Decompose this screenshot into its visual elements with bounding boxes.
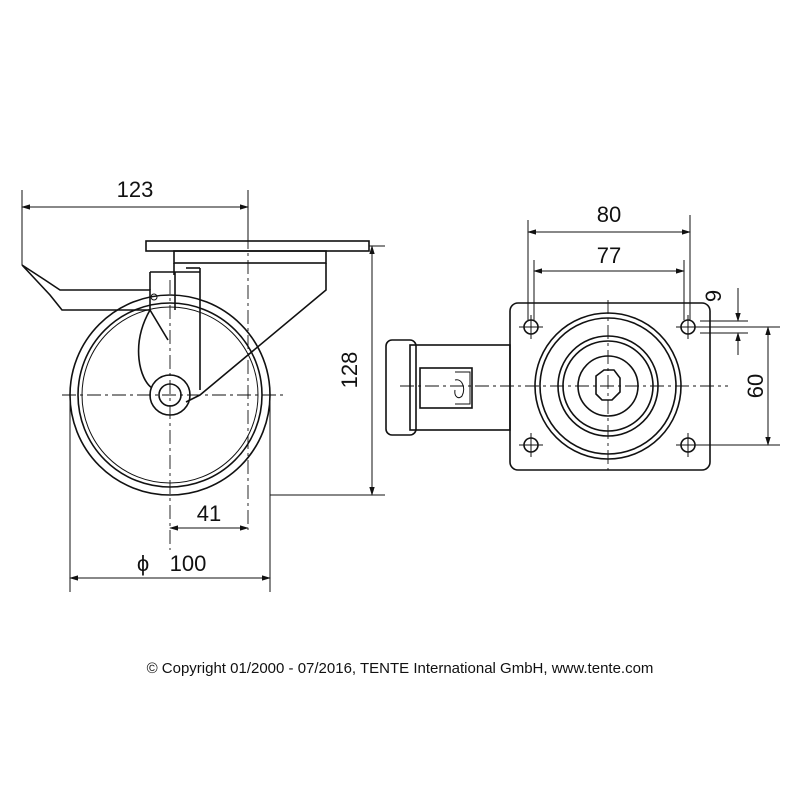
dim-overall-length: 123 xyxy=(117,177,154,202)
dim-offset: 41 xyxy=(197,501,221,526)
axle-hex xyxy=(595,369,621,401)
dim-wheel-diameter: 100 xyxy=(170,551,207,576)
brake-lever xyxy=(21,264,151,311)
dim-plate-width: 80 xyxy=(597,202,621,227)
bolt-holes xyxy=(519,315,700,457)
top-plate xyxy=(145,240,370,252)
dim-slot-width: 9 xyxy=(701,290,726,302)
side-view: 123 128 41 ϕ 100 xyxy=(21,177,385,592)
dim-diameter-symbol: ϕ xyxy=(137,551,149,576)
mounting-plate xyxy=(509,302,711,471)
dim-bolt-spacing-y: 60 xyxy=(743,374,768,398)
brake-housing xyxy=(385,339,417,436)
top-view: 80 77 9 60 xyxy=(385,202,780,471)
copyright-notice: © Copyright 01/2000 - 07/2016, TENTE Int… xyxy=(146,660,654,677)
dim-bolt-spacing-x: 77 xyxy=(597,243,621,268)
swivel-ring xyxy=(173,250,327,264)
fork xyxy=(173,263,327,396)
dim-height: 128 xyxy=(337,352,362,389)
